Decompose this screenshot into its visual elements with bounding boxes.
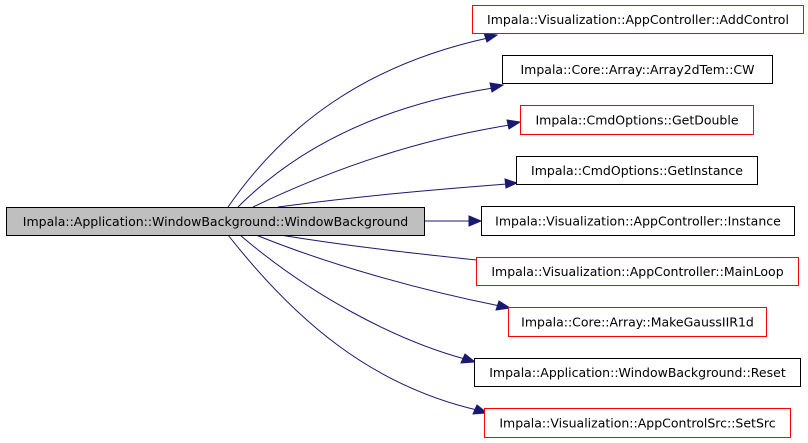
edge-cw xyxy=(237,82,505,208)
target-node-label: Impala::Visualization::AppControlSrc::Se… xyxy=(499,416,775,431)
edge-reset xyxy=(239,234,477,364)
target-node-mainloop[interactable]: Impala::Visualization::AppController::Ma… xyxy=(476,257,799,286)
target-node-addcontrol[interactable]: Impala::Visualization::AppController::Ad… xyxy=(472,5,804,34)
root-node-label: Impala::Application::WindowBackground::W… xyxy=(23,214,408,229)
edge-instance xyxy=(425,215,483,227)
target-node-box xyxy=(520,105,754,135)
target-node-box xyxy=(484,408,791,438)
edge-getdouble xyxy=(252,119,522,208)
edges xyxy=(227,32,522,415)
target-node-box xyxy=(508,307,767,337)
target-node-label: Impala::Visualization::AppController::In… xyxy=(495,214,781,229)
edge-getinstance xyxy=(277,178,519,208)
root-node-box xyxy=(6,207,425,236)
target-node-setsrc[interactable]: Impala::Visualization::AppControlSrc::Se… xyxy=(484,408,791,438)
target-node-label: Impala::Application::WindowBackground::R… xyxy=(489,365,786,380)
target-node-box xyxy=(474,358,801,387)
target-node-getdouble[interactable]: Impala::CmdOptions::GetDouble xyxy=(520,105,754,135)
root-node[interactable]: Impala::Application::WindowBackground::W… xyxy=(6,207,425,236)
target-node-label: Impala::CmdOptions::GetDouble xyxy=(535,113,738,128)
target-node-label: Impala::CmdOptions::GetInstance xyxy=(531,163,743,178)
target-node-reset[interactable]: Impala::Application::WindowBackground::R… xyxy=(474,358,801,387)
target-node-box xyxy=(502,55,773,84)
target-node-box xyxy=(472,5,804,34)
target-node-label: Impala::Visualization::AppController::Ad… xyxy=(487,12,789,27)
target-node-label: Impala::Visualization::AppController::Ma… xyxy=(491,264,783,279)
target-node-box xyxy=(481,206,795,236)
edge-setsrc xyxy=(227,234,489,415)
target-node-label: Impala::Core::Array::Array2dTem::CW xyxy=(521,62,755,77)
target-node-cw[interactable]: Impala::Core::Array::Array2dTem::CW xyxy=(502,55,773,84)
edge-addcontrol xyxy=(227,32,499,208)
target-node-box xyxy=(476,257,799,286)
target-node-makegauss[interactable]: Impala::Core::Array::MakeGaussIIR1d xyxy=(508,307,767,337)
edge-makegauss xyxy=(255,234,512,311)
target-node-getinstance[interactable]: Impala::CmdOptions::GetInstance xyxy=(516,156,758,185)
target-node-instance[interactable]: Impala::Visualization::AppController::In… xyxy=(481,206,795,236)
target-node-label: Impala::Core::Array::MakeGaussIIR1d xyxy=(521,315,754,330)
target-node-box xyxy=(516,156,758,185)
